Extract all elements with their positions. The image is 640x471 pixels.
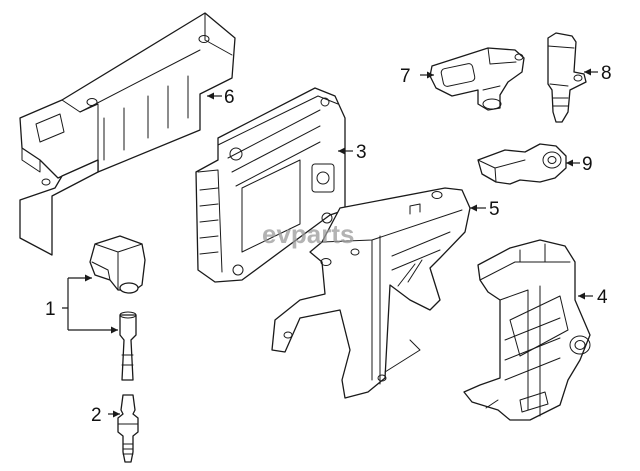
part-3-control-module[interactable]	[195, 87, 346, 283]
callout-3: 3	[356, 142, 367, 163]
part-6-cover[interactable]	[19, 12, 236, 256]
part-4-housing[interactable]	[463, 239, 591, 421]
callout-2: 2	[91, 405, 102, 426]
callout-7: 7	[400, 66, 411, 87]
part-7-sensor[interactable]	[429, 47, 525, 111]
callout-9: 9	[582, 154, 593, 175]
part-5-bracket[interactable]	[271, 187, 471, 399]
part-8-sensor[interactable]	[547, 32, 587, 123]
callout-4: 4	[597, 287, 608, 308]
callout-6: 6	[224, 87, 235, 108]
part-1-ignition-coil[interactable]	[89, 235, 146, 381]
part-9-sensor[interactable]	[477, 143, 567, 185]
callout-1: 1	[45, 299, 56, 320]
callout-5: 5	[489, 199, 500, 220]
watermark-text: evparts	[262, 219, 355, 249]
callout-8: 8	[601, 63, 612, 84]
leader-arrowheads	[85, 68, 591, 418]
part-2-spark-plug[interactable]	[117, 394, 139, 463]
